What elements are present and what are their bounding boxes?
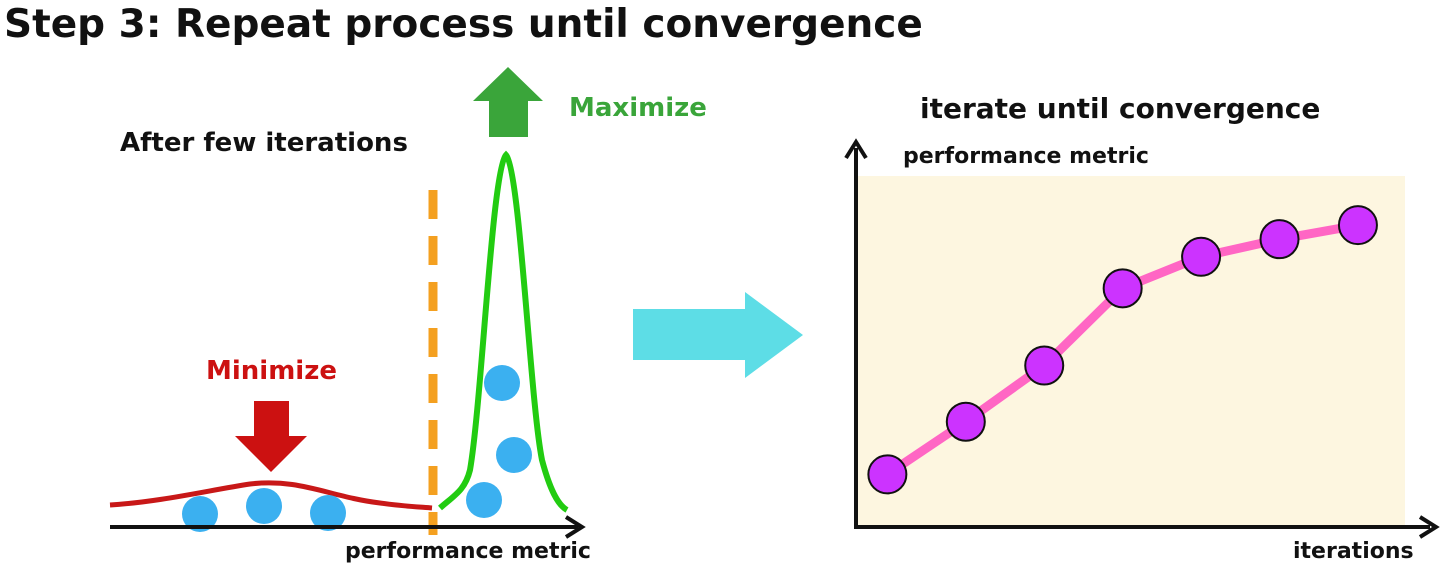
left-x-axis-label: performance metric (345, 539, 591, 564)
series-point (1337, 205, 1378, 246)
data-point (246, 488, 282, 524)
data-point (310, 495, 346, 531)
left-panel-heading: After few iterations (120, 128, 408, 158)
data-point (484, 365, 520, 401)
series-point (1259, 219, 1300, 260)
data-point (182, 496, 218, 532)
minimize-label: Minimize (206, 356, 337, 386)
data-point (466, 482, 502, 518)
series-point (1102, 268, 1143, 309)
y-axis-arrowhead (844, 138, 868, 160)
x-axis-label: iterations (1293, 539, 1414, 564)
right-panel-heading: iterate until convergence (920, 92, 1320, 125)
maximize-distribution-curve (438, 150, 569, 513)
series-point (1024, 345, 1065, 386)
x-axis-arrowhead (1418, 515, 1440, 539)
plot-series (867, 205, 1378, 495)
data-point (496, 437, 532, 473)
minimize-arrow-icon (235, 401, 307, 472)
maximize-label: Maximize (569, 93, 707, 123)
minimize-distribution-curve (109, 480, 433, 511)
maximize-arrow-icon (473, 67, 543, 137)
transition-arrow-icon (633, 292, 803, 378)
y-axis-label: performance metric (903, 144, 1149, 169)
left-x-axis-arrowhead (564, 515, 586, 539)
right-panel: iterate until convergence performance me… (844, 92, 1440, 564)
series-point (1181, 236, 1222, 277)
series-point (867, 454, 908, 495)
left-panel: After few iterations performance metric … (109, 67, 707, 564)
page-title: Step 3: Repeat process until convergence (4, 2, 923, 47)
series-point (945, 401, 986, 442)
